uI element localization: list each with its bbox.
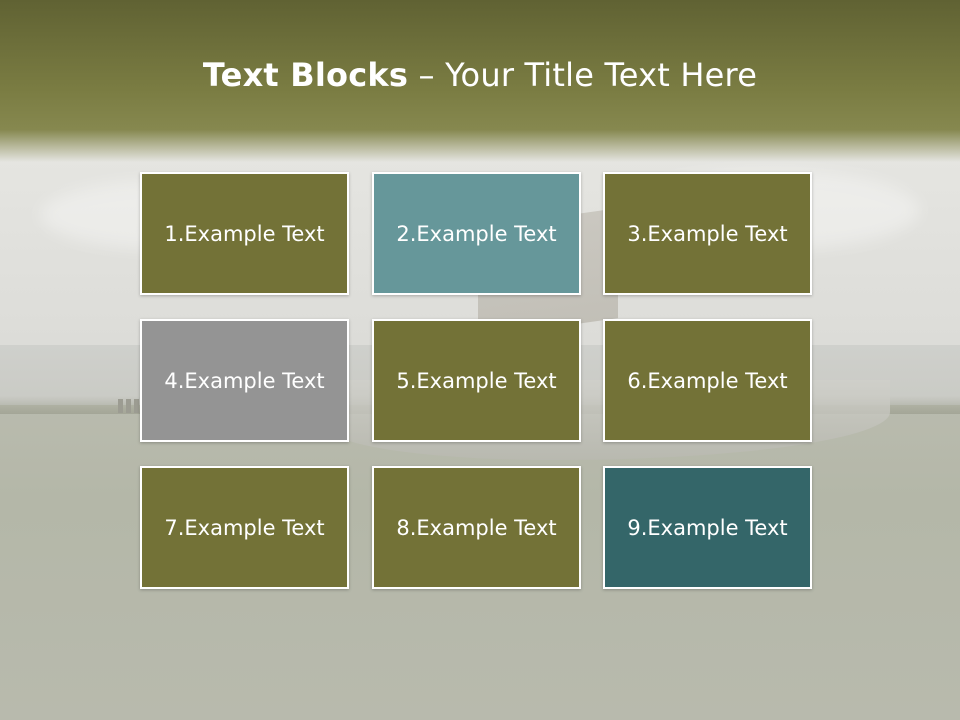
text-block-label: 9.Example Text <box>627 515 788 540</box>
text-block-label: 1.Example Text <box>164 221 325 246</box>
text-block-7: 7.Example Text <box>140 466 349 589</box>
fence-post <box>126 399 131 413</box>
text-block-label: 2.Example Text <box>396 221 557 246</box>
slide-title: Text Blocks – Your Title Text Here <box>0 52 960 98</box>
text-block-5: 5.Example Text <box>372 319 581 442</box>
text-block-label: 3.Example Text <box>627 221 788 246</box>
text-block-4: 4.Example Text <box>140 319 349 442</box>
title-band <box>0 0 960 162</box>
title-dash: – <box>418 56 435 94</box>
fence-post <box>134 399 139 413</box>
text-block-2: 2.Example Text <box>372 172 581 295</box>
text-block-6: 6.Example Text <box>603 319 812 442</box>
text-block-label: 5.Example Text <box>396 368 557 393</box>
title-bold-part: Text Blocks <box>202 56 409 94</box>
text-block-3: 3.Example Text <box>603 172 812 295</box>
text-block-label: 8.Example Text <box>396 515 557 540</box>
text-block-label: 6.Example Text <box>627 368 788 393</box>
text-block-label: 4.Example Text <box>164 368 325 393</box>
text-block-1: 1.Example Text <box>140 172 349 295</box>
text-block-8: 8.Example Text <box>372 466 581 589</box>
text-block-label: 7.Example Text <box>164 515 325 540</box>
fence-post <box>118 399 123 413</box>
title-rest: Your Title Text Here <box>445 56 758 94</box>
text-block-9: 9.Example Text <box>603 466 812 589</box>
